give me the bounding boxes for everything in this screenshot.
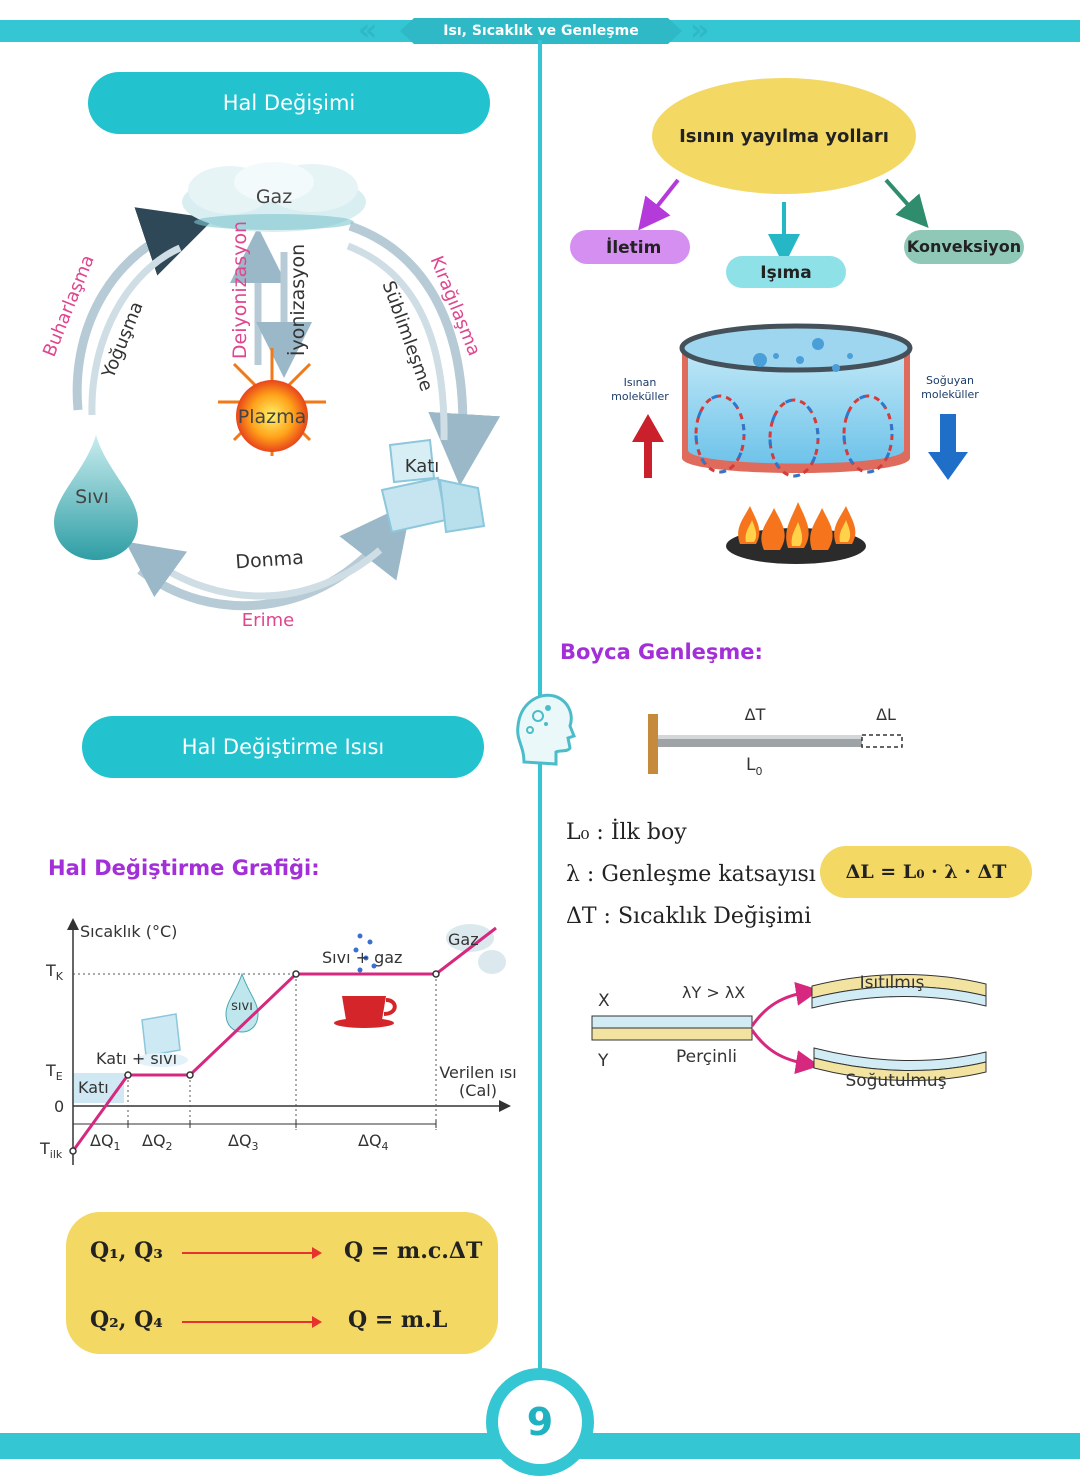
graph-ylabel: Sıcaklık (°C) <box>80 922 177 941</box>
bimetal-strip-diagram: X Y λY > λX Perçinli Isıtılmış Soğutulmu… <box>591 973 987 1091</box>
l0-label: L0 <box>746 755 762 778</box>
boiling-cup-icon <box>334 933 397 1028</box>
dq3-label: ΔQ3 <box>228 1131 259 1153</box>
boyca-heading: Boyca Genleşme: <box>560 640 763 664</box>
grafik-heading: Hal Değiştirme Grafiği: <box>48 856 320 880</box>
bimetal-percinli: Perçinli <box>676 1047 737 1067</box>
bimetal-sogutulmus: Soğutulmuş <box>845 1071 946 1091</box>
melting-ice-icon <box>136 1013 188 1067</box>
soguyan-2: moleküller <box>921 388 979 401</box>
rising-arrow-icon <box>632 414 664 478</box>
steam-cloud-icon <box>446 924 506 974</box>
def-dt: ΔT : Sıcaklık Değişimi <box>566 904 812 929</box>
dq2-label: ΔQ2 <box>142 1131 173 1153</box>
dl-label: ΔL <box>876 705 896 724</box>
tk-label: TK <box>45 961 64 983</box>
state-gas: Gaz <box>256 186 292 208</box>
bimetal-isitilmis: Isıtılmış <box>860 973 925 993</box>
graph-label-kati-sivi: Katı + sıvı <box>96 1049 177 1068</box>
graph-label-sivi-gaz: Sıvı + gaz <box>322 948 402 967</box>
linear-expansion-diagram: ΔT ΔL L0 <box>648 705 903 778</box>
ice-block-icon <box>74 1073 124 1103</box>
cloud-icon <box>182 162 366 232</box>
state-solid: Katı <box>405 456 440 477</box>
dq1-label: ΔQ1 <box>90 1131 121 1153</box>
formula-row1-right: Q = m.c.ΔT <box>344 1238 483 1264</box>
isinan-1: Isınan <box>624 376 657 389</box>
sinking-arrow-icon <box>928 414 968 480</box>
pot-icon <box>679 323 913 473</box>
state-change-cycle-diagram: Gaz Plazma Sıvı Katı Buharlaşma Yoğuşma … <box>39 162 501 631</box>
state-plasma: Plazma <box>238 406 307 428</box>
bimetal-y: Y <box>597 1051 609 1071</box>
soguyan-1: Soğuyan <box>926 374 974 387</box>
page-number: 9 <box>498 1380 582 1464</box>
isinan-2: moleküller <box>611 390 669 403</box>
label-deiyonizasyon: Deiyonizasyon <box>229 221 251 359</box>
label-erime: Erime <box>242 610 294 631</box>
wall-icon <box>648 714 658 774</box>
flame-icon <box>726 502 866 564</box>
graph-label-sivi: sıvı <box>231 999 253 1014</box>
water-drop-icon <box>54 435 138 560</box>
phase-change-graph: Sıcaklık (°C) TK TE 0 Tilk Katı Katı + s… <box>39 918 517 1165</box>
chevron-left-icon: « <box>358 13 378 48</box>
label-donma: Donma <box>235 547 305 574</box>
formula-box <box>66 1212 498 1354</box>
arrow-right-icon <box>182 1321 318 1323</box>
arrow-head-icon <box>312 1316 322 1328</box>
konveksiyon-label: Konveksiyon <box>907 237 1021 256</box>
zero-label: 0 <box>54 1097 64 1116</box>
graph-label-kati: Katı <box>78 1078 109 1097</box>
label-iyonizasyon: İyonizasyon <box>286 244 309 356</box>
formula-row2-left: Q₂, Q₄ <box>90 1307 163 1333</box>
plasma-sun-icon <box>218 348 326 456</box>
center-ellipse <box>652 78 916 194</box>
graph-label-gaz: Gaz <box>448 930 479 949</box>
tilk-label: Tilk <box>39 1139 63 1161</box>
heat-transfer-diagram: Isının yayılma yolları İletim Işıma Konv… <box>570 78 1024 564</box>
bimetal-relation: λY > λX <box>682 983 745 1002</box>
te-label: TE <box>45 1061 63 1083</box>
isima-label: Işıma <box>760 263 811 283</box>
bimetal-x: X <box>598 991 610 1011</box>
arrow-right-icon <box>182 1252 318 1254</box>
label-buharlasma: Buharlaşma <box>39 252 99 360</box>
dq4-label: ΔQ4 <box>358 1131 389 1153</box>
state-liquid: Sıvı <box>75 486 109 508</box>
head-logo-icon <box>516 693 576 766</box>
dt-label: ΔT <box>745 705 766 724</box>
hal-degistirme-isisi-title: Hal Değiştirme Isısı <box>82 716 484 778</box>
heat-center-label: Isının yayılma yolları <box>679 126 889 147</box>
page-header-title: Isı, Sıcaklık ve Genleşme <box>400 18 682 44</box>
arrow-head-icon <box>312 1247 322 1259</box>
chevron-right-icon: » <box>690 13 710 48</box>
formula-row1-left: Q₁, Q₃ <box>90 1238 163 1264</box>
formula-row2-right: Q = m.L <box>348 1307 448 1333</box>
iletim-label: İletim <box>606 236 661 258</box>
graph-xlabel-1: Verilen ısı <box>439 1063 516 1082</box>
hal-degisimi-title: Hal Değişimi <box>88 72 490 134</box>
def-lambda: λ : Genleşme katsayısı <box>566 862 816 887</box>
ice-cubes-icon <box>380 438 486 534</box>
linear-expansion-formula: ΔL = L₀ · λ · ΔT <box>820 846 1032 898</box>
graph-xlabel-2: (Cal) <box>459 1081 497 1100</box>
def-l0: L₀ : İlk boy <box>566 820 687 845</box>
